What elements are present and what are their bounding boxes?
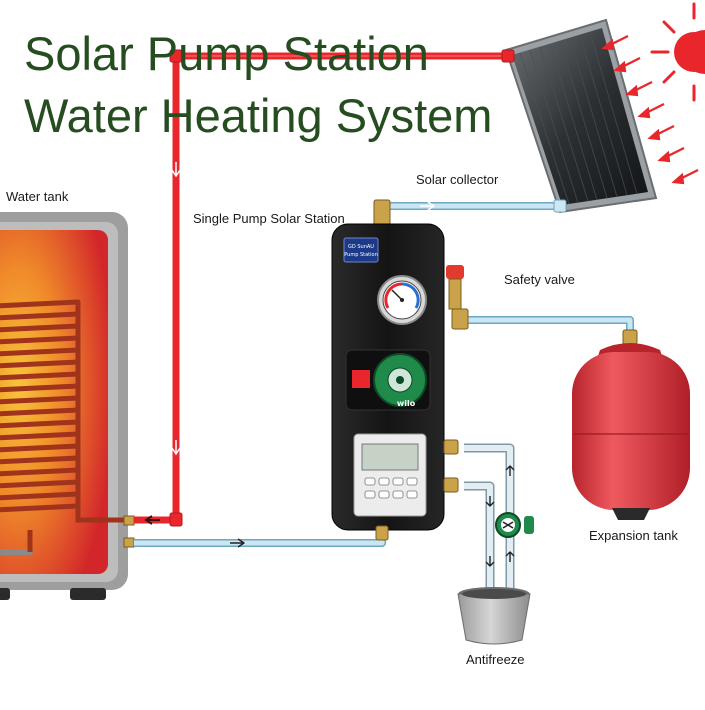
solar-collector <box>501 18 658 214</box>
hot-pipe <box>134 49 510 527</box>
sun-ray-arrow-icon <box>671 169 699 185</box>
expansion-tank <box>572 329 690 520</box>
antifreeze-label: Antifreeze <box>466 652 525 667</box>
cold-outlet-fitting <box>123 537 135 548</box>
pump-station-label: Single Pump Solar Station <box>193 211 345 226</box>
collector-tubes <box>519 31 638 205</box>
coil-riser <box>75 302 128 523</box>
title-line-1: Solar Pump Station <box>24 27 429 80</box>
collector-hot-outlet <box>501 49 515 63</box>
station-badge-line2: Pump Station <box>344 252 378 258</box>
expansion-tank-body <box>572 352 690 510</box>
antifreeze-bucket <box>457 587 531 645</box>
hot-pipe-elbow <box>169 49 183 63</box>
hot-inlet-fitting <box>123 515 135 526</box>
pump-station: GD SunAU Pump Station wilo <box>331 199 469 541</box>
sun-ray-arrow-icon <box>657 147 685 163</box>
collector-glass <box>512 28 648 205</box>
sun-ray-arrow-icon <box>601 35 629 51</box>
flow-arrow-icon <box>144 515 160 525</box>
flow-arrow-icon <box>171 162 181 178</box>
sun-rays <box>601 35 699 185</box>
flow-arrow-icon <box>505 551 515 562</box>
flow-arrow-icon <box>230 538 245 548</box>
flow-arrow-icon <box>485 496 495 507</box>
heating-coil <box>0 299 81 513</box>
hot-pipe-elbow-bottom <box>169 512 183 527</box>
expansion-tank-connector <box>622 329 638 345</box>
flow-arrow-icon <box>505 465 515 476</box>
collector-cold-inlet <box>553 199 567 213</box>
expansion-tank-label: Expansion tank <box>589 528 678 543</box>
station-badge-line1: GD SunAU <box>348 244 374 250</box>
safety-valve-label: Safety valve <box>504 272 575 287</box>
water-tank <box>0 212 135 600</box>
water-tank-label: Water tank <box>6 189 69 204</box>
fill-port <box>443 439 459 455</box>
drain-port <box>443 477 459 493</box>
sun-ray-arrow-icon <box>637 103 665 119</box>
flow-arrow-icon <box>171 440 181 456</box>
antifreeze-valve-icon <box>495 512 534 538</box>
title-line-2: Water Heating System <box>24 89 493 142</box>
sun-ray-arrow-icon <box>613 57 641 73</box>
flow-arrow-icon <box>420 201 435 211</box>
tank-foot <box>70 588 106 600</box>
sun-ray-arrow-icon <box>625 81 653 97</box>
sun-icon <box>650 2 705 102</box>
controller-buttons <box>364 477 418 499</box>
sun-ray-arrow-icon <box>647 125 675 141</box>
pump-brand: wilo <box>397 399 416 408</box>
valve-icon <box>446 265 469 330</box>
station-bottom-fitting <box>375 525 389 541</box>
pump-switch <box>352 370 370 388</box>
controller-icon <box>353 433 427 517</box>
controller-display <box>361 443 419 471</box>
flow-arrow-icon <box>485 556 495 567</box>
station-badge <box>343 237 379 263</box>
pressure-gauge-icon <box>377 275 427 325</box>
tank-foot-left <box>0 588 10 600</box>
solar-collector-label: Solar collector <box>416 172 499 187</box>
pump-icon: wilo <box>345 349 431 411</box>
